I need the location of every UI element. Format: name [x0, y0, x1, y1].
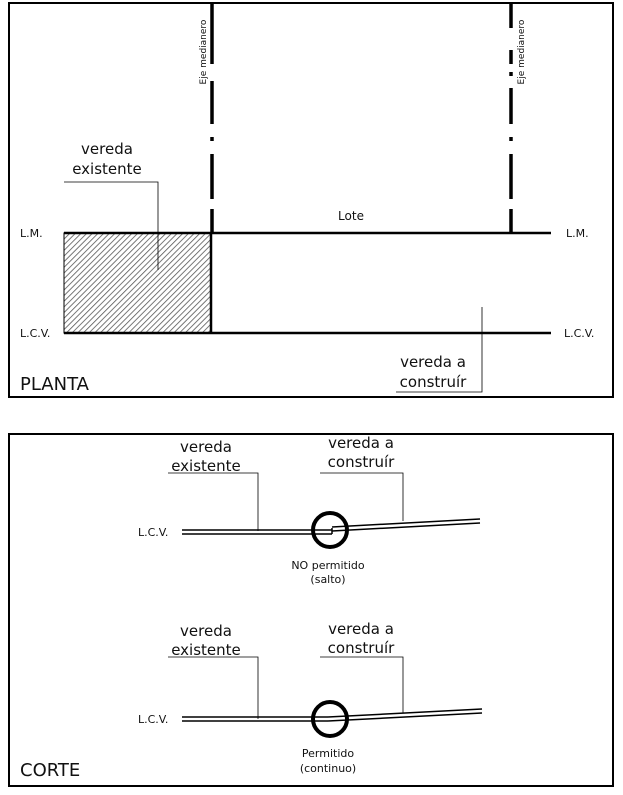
vereda-existente-hatch [63, 232, 212, 334]
corte-title: CORTE [20, 760, 80, 781]
corte-top-lcv-label: L.C.V. [138, 526, 168, 539]
corte-top-caption-2: (salto) [310, 573, 345, 586]
lcv-label-left: L.C.V. [20, 327, 50, 340]
corte-detail-salto [168, 472, 481, 549]
planta-panel: Eje medianero Eje medianero vereda exist… [8, 2, 614, 398]
planta-diagram: Eje medianero Eje medianero vereda exist… [20, 4, 594, 395]
vereda-existente-leader [64, 181, 159, 270]
lm-label-left: L.M. [20, 227, 43, 240]
corte-bottom-caption-1: Permitido [302, 747, 354, 760]
vereda-construir-leader [396, 307, 483, 393]
lm-label-right: L.M. [566, 227, 589, 240]
vereda-existente-label-1: vereda [81, 140, 133, 158]
vereda-construir-label-2: construír [400, 373, 467, 391]
corte-diagram: vereda existente vereda a construír L.C.… [20, 434, 483, 781]
corte-bottom-vereda-construir-2: construír [328, 639, 395, 657]
lcv-label-right: L.C.V. [564, 327, 594, 340]
corte-top-vereda-construir-2: construír [328, 453, 395, 471]
corte-bottom-vereda-existente-1: vereda [180, 622, 232, 640]
corte-top-vereda-existente-1: vereda [180, 438, 232, 456]
corte-bottom-caption-2: (continuo) [300, 762, 356, 775]
eje-medianero-label-left: Eje medianero [199, 19, 209, 84]
corte-bottom-lcv-label: L.C.V. [138, 713, 168, 726]
corte-bottom-vereda-construir-1: vereda a [328, 620, 394, 638]
vereda-construir-label-1: vereda a [400, 353, 466, 371]
corte-top-caption-1: NO permitido [291, 559, 365, 572]
eje-medianero-label-right: Eje medianero [517, 19, 527, 84]
vereda-existente-label-2: existente [72, 160, 142, 178]
lote-label: Lote [338, 209, 364, 223]
corte-top-vereda-existente-2: existente [171, 457, 241, 475]
corte-top-vereda-construir-1: vereda a [328, 434, 394, 452]
corte-panel: vereda existente vereda a construír L.C.… [8, 433, 614, 787]
planta-title: PLANTA [20, 374, 90, 395]
corte-bottom-vereda-existente-2: existente [171, 641, 241, 659]
corte-detail-continuo [168, 656, 483, 738]
